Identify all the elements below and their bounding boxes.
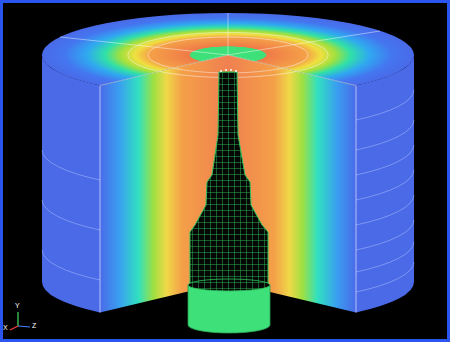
rod-mesh	[190, 72, 268, 285]
axis-label: X	[3, 324, 8, 332]
rod-tip-nodes	[220, 69, 237, 72]
rod-base	[188, 285, 270, 333]
outer-surface-left	[42, 55, 100, 313]
rod-base-top	[188, 279, 270, 291]
axis-label: Y	[15, 302, 20, 310]
axis-triad	[10, 312, 30, 330]
axis-label: Z	[32, 322, 36, 330]
outer-surface-right	[356, 55, 414, 313]
